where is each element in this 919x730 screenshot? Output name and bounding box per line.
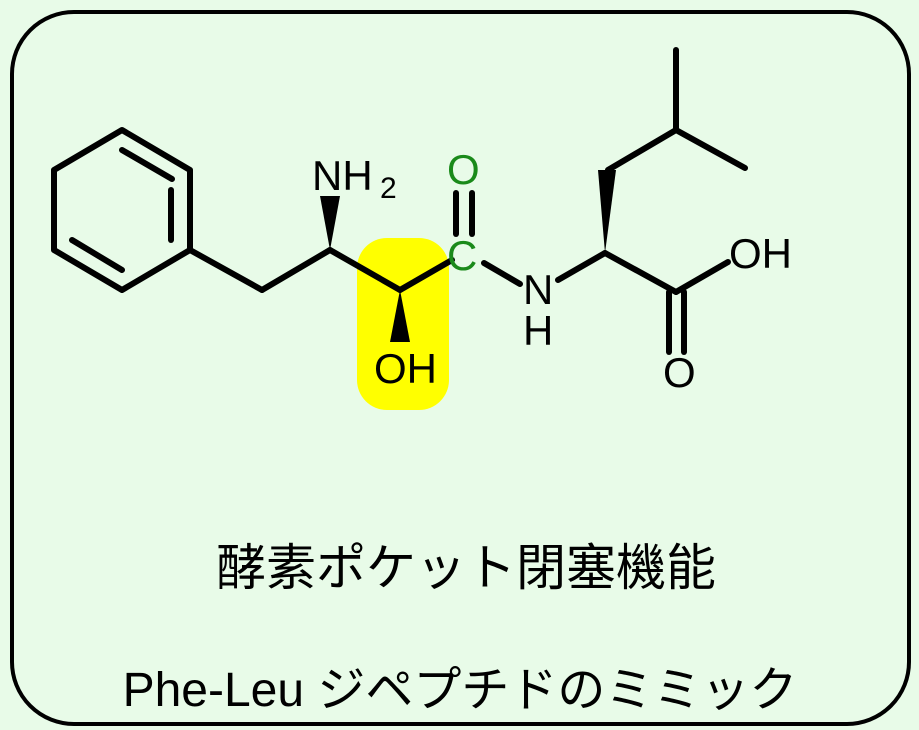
wedge-bonds — [320, 170, 616, 342]
bond — [673, 259, 731, 295]
benzene-double-bond — [69, 237, 125, 273]
acid-oh-label: OH — [729, 230, 792, 277]
wedge-bond-hydroxyl — [390, 290, 410, 342]
wedge-bond-sidechain — [598, 170, 616, 253]
amine-label: NH — [312, 152, 373, 199]
wedge-bond-amine — [320, 196, 340, 250]
benzene-double-bond — [119, 147, 175, 182]
atom-labels: NH 2 OH O C N H OH O — [312, 146, 792, 396]
benzene-ring — [51, 127, 193, 293]
bond — [187, 247, 265, 293]
diagram-frame — [10, 10, 911, 726]
carbonyl-carbon-label: C — [447, 232, 477, 279]
amine-subscript: 2 — [380, 172, 397, 205]
bond — [673, 127, 748, 171]
carbonyl-oxygen-label: O — [447, 146, 480, 193]
bond — [602, 250, 679, 295]
hydroxyl-label: OH — [374, 345, 437, 392]
bond — [555, 250, 608, 283]
bond — [605, 127, 679, 173]
bond — [259, 247, 333, 293]
caption-line-2: Phe-Leu ジペプチドのミミック — [123, 664, 798, 717]
bond-lines — [51, 47, 748, 355]
bond — [327, 247, 403, 293]
bond — [481, 260, 523, 287]
caption-line-1: 酵素ポケット閉塞機能 — [216, 540, 716, 596]
amide-n-label: N — [523, 266, 553, 313]
acid-o-label: O — [663, 349, 696, 396]
bond — [397, 257, 455, 293]
amide-h-label: H — [523, 307, 553, 354]
